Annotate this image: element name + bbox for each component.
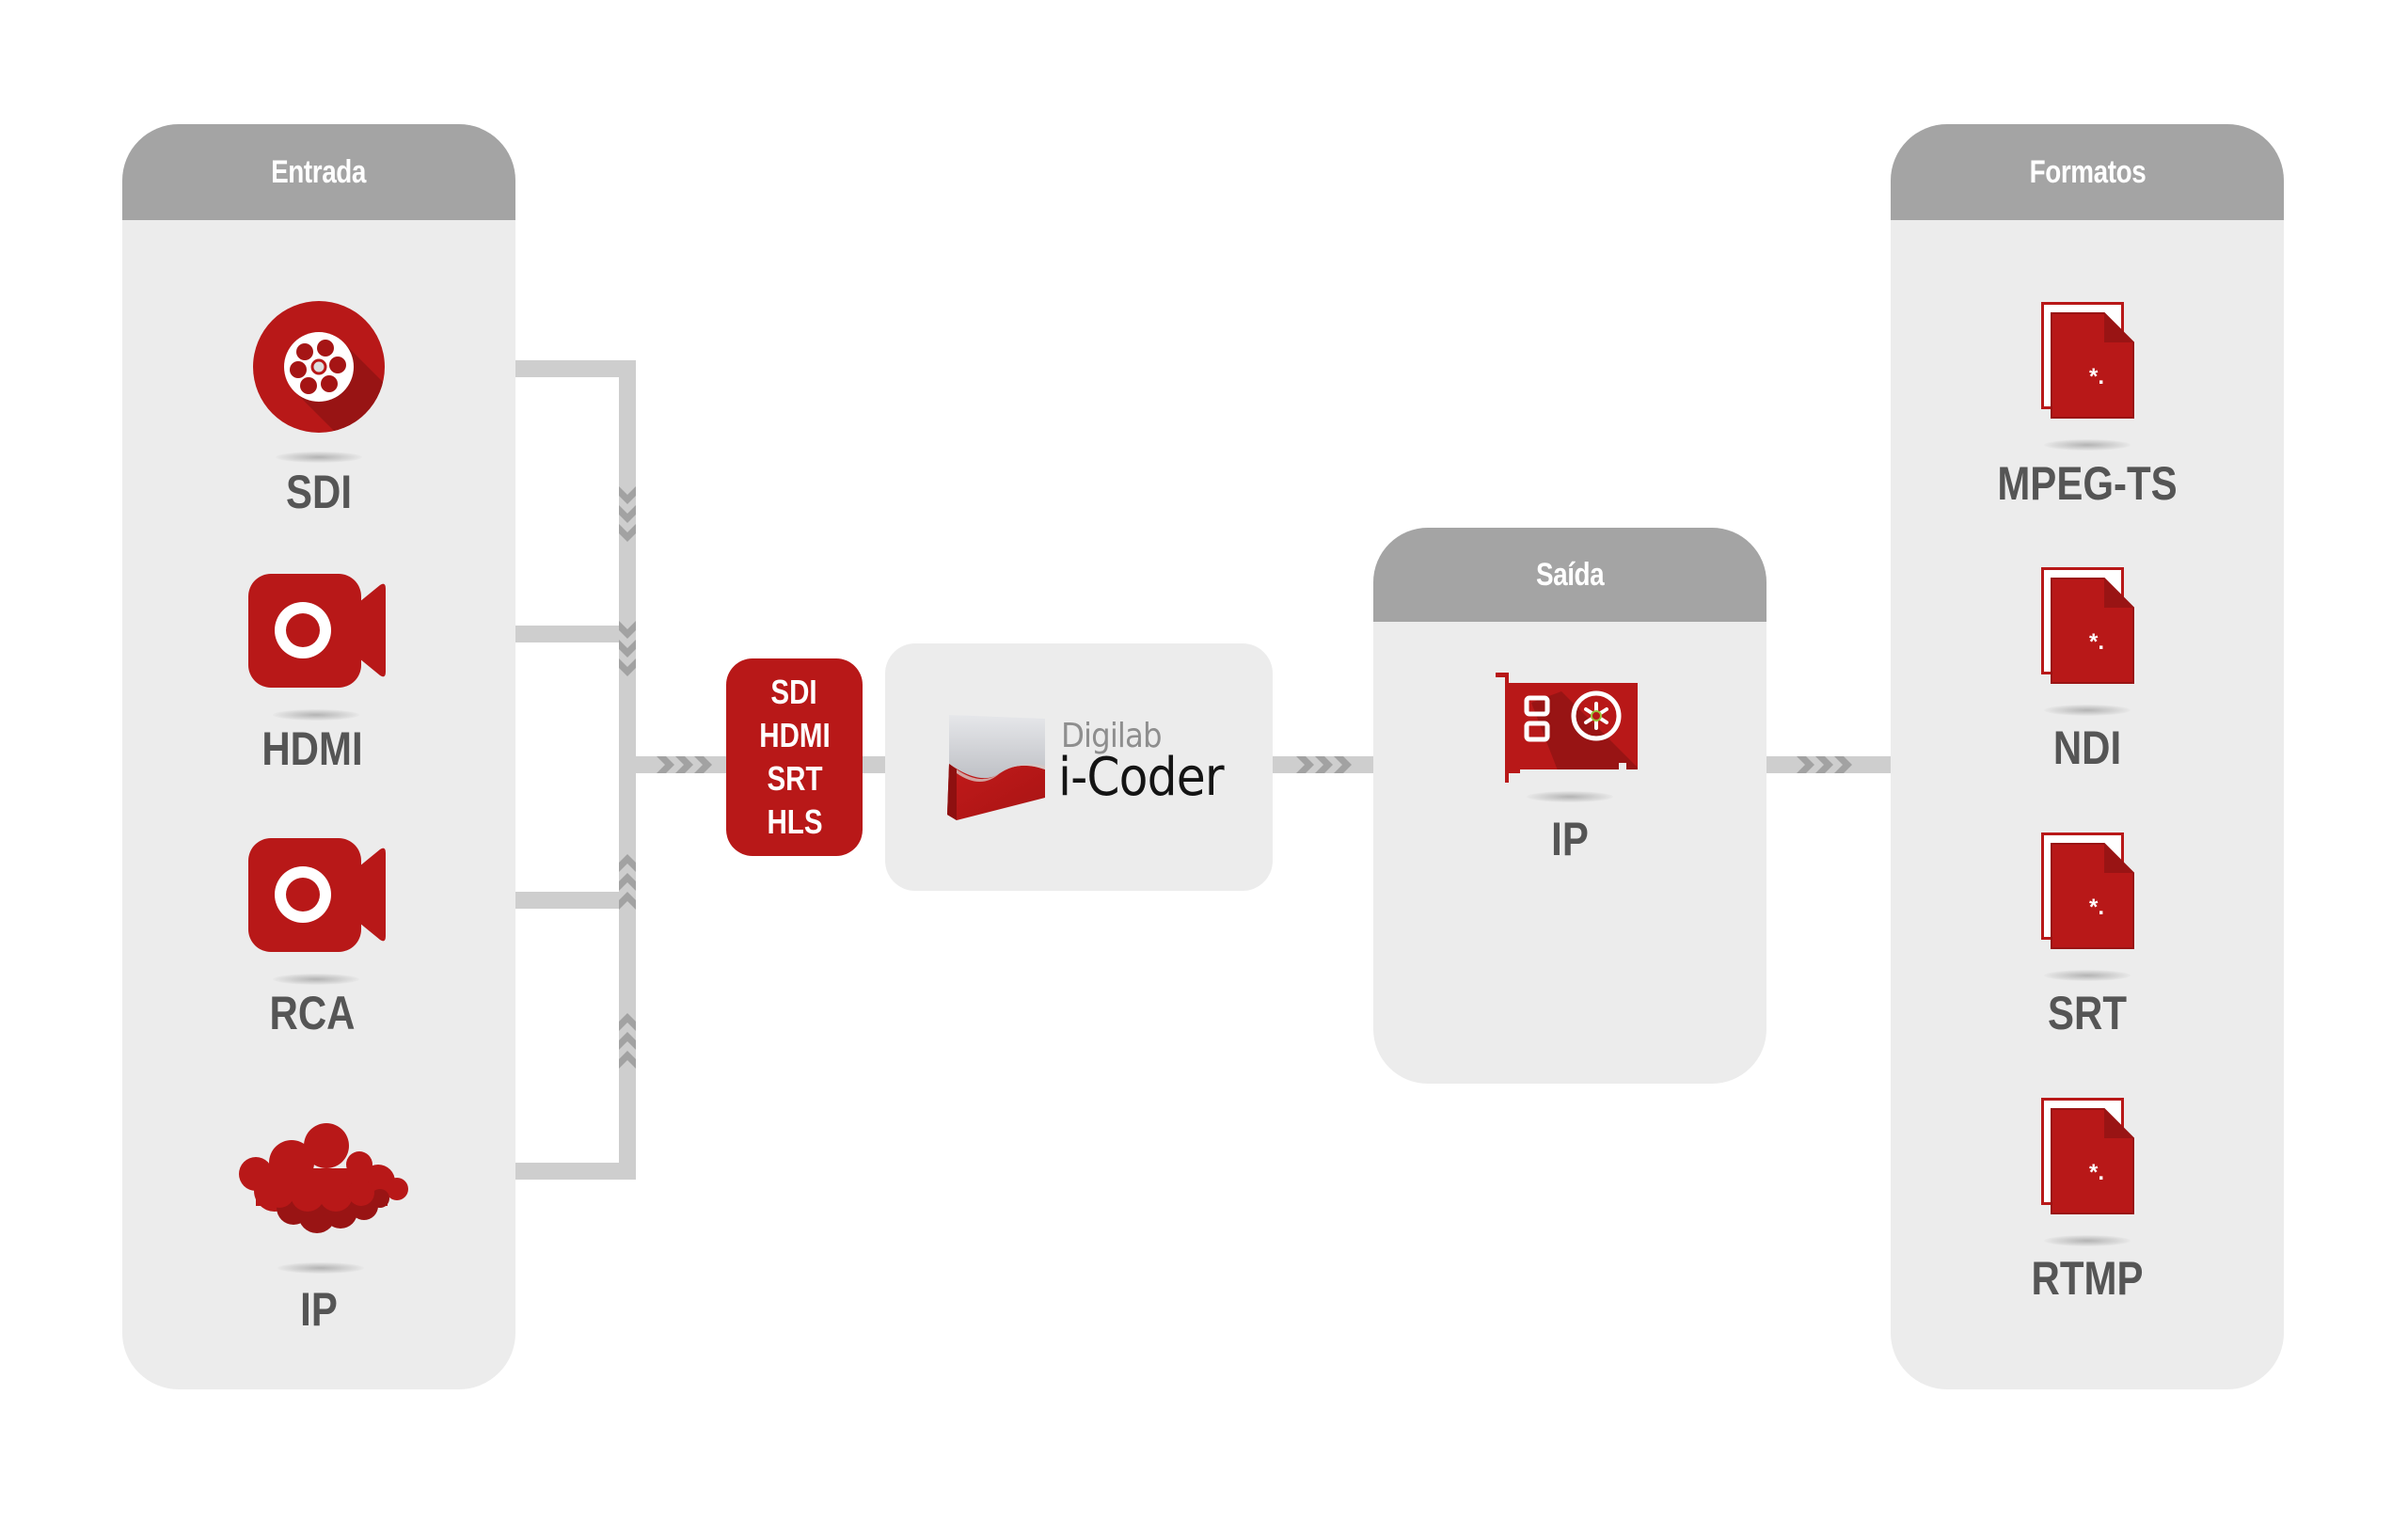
chevron-right-icon (657, 756, 712, 773)
protocol-label: HLS (766, 802, 823, 841)
icon-shadow (2044, 439, 2131, 451)
icon-shadow (2044, 705, 2131, 716)
chevron-right-icon (1296, 756, 1352, 773)
file-glyph: *. (2089, 364, 2104, 389)
input-item-label: RCA (269, 987, 356, 1039)
protocol-label: SDI (770, 673, 818, 711)
chevron-down-icon (619, 621, 636, 676)
input-panel-title: Entrada (271, 153, 367, 190)
chevron-up-icon (619, 854, 636, 910)
icon-shadow (276, 452, 362, 463)
format-item-mpeg-ts[interactable]: *. MPEG-TS (1891, 298, 2284, 515)
input-item-sdi[interactable]: SDI (122, 293, 515, 529)
cloud-icon (239, 1123, 408, 1233)
icon-shadow (273, 974, 359, 985)
file-glyph: *. (2089, 1160, 2104, 1185)
format-item-ndi[interactable]: *. NDI (1891, 563, 2284, 780)
format-item-label: NDI (2052, 721, 2122, 774)
input-item-label: SDI (285, 466, 353, 518)
encoder-box[interactable]: Digilab i-Coder (885, 643, 1273, 891)
brand-name: Digilab (1061, 717, 1163, 755)
icon-shadow (277, 1262, 364, 1274)
input-item-ip[interactable]: IP (122, 1102, 515, 1338)
input-item-hdmi[interactable]: HDMI (122, 566, 515, 783)
format-item-srt[interactable]: *. SRT (1891, 829, 2284, 1045)
file-icon: *. (2041, 1098, 2134, 1214)
file-icon: *. (2041, 302, 2134, 419)
output-item-ip[interactable]: IP (1373, 659, 1766, 866)
icon-shadow (2044, 1235, 2131, 1246)
protocol-label: SRT (766, 759, 823, 798)
output-item-label: IP (1551, 813, 1589, 865)
file-icon: *. (2041, 832, 2134, 949)
formats-panel-title: Formatos (2029, 153, 2146, 190)
icon-shadow (1527, 791, 1613, 802)
formats-panel: Formatos *. MPEG-TS *. NDI *. SRT (1891, 124, 2284, 1389)
icon-shadow (2044, 970, 2131, 981)
network-card-icon (1496, 673, 1638, 783)
icon-shadow (273, 709, 359, 721)
file-glyph: *. (2089, 629, 2104, 655)
output-panel-header: Saída (1373, 528, 1766, 622)
input-panel-header: Entrada (122, 124, 515, 220)
formats-panel-header: Formatos (1891, 124, 2284, 220)
output-panel: Saída IP (1373, 528, 1766, 1084)
format-item-label: RTMP (2031, 1252, 2144, 1305)
input-item-rca[interactable]: RCA (122, 831, 515, 1047)
input-item-label: IP (300, 1283, 338, 1336)
film-reel-icon (253, 301, 385, 433)
video-camera-icon (248, 838, 386, 952)
chevron-right-icon (1797, 756, 1852, 773)
chevron-up-icon (619, 1013, 636, 1069)
video-camera-icon (248, 574, 386, 688)
protocols-box: SDI HDMI SRT HLS (726, 658, 863, 856)
i-coder-logo-icon (947, 715, 1045, 820)
input-panel: Entrada SDI HDMI (122, 124, 515, 1389)
product-name: i-Coder (1058, 747, 1225, 808)
file-glyph: *. (2089, 895, 2104, 920)
chevron-down-icon (619, 486, 636, 542)
connector-protocols-to-encoder (861, 756, 887, 773)
format-item-rtmp[interactable]: *. RTMP (1891, 1094, 2284, 1310)
file-icon: *. (2041, 567, 2134, 684)
format-item-label: SRT (2048, 987, 2127, 1039)
format-item-label: MPEG-TS (1997, 457, 2178, 510)
protocol-label: HDMI (758, 716, 831, 754)
output-panel-title: Saída (1535, 556, 1605, 593)
input-item-label: HDMI (261, 722, 363, 775)
